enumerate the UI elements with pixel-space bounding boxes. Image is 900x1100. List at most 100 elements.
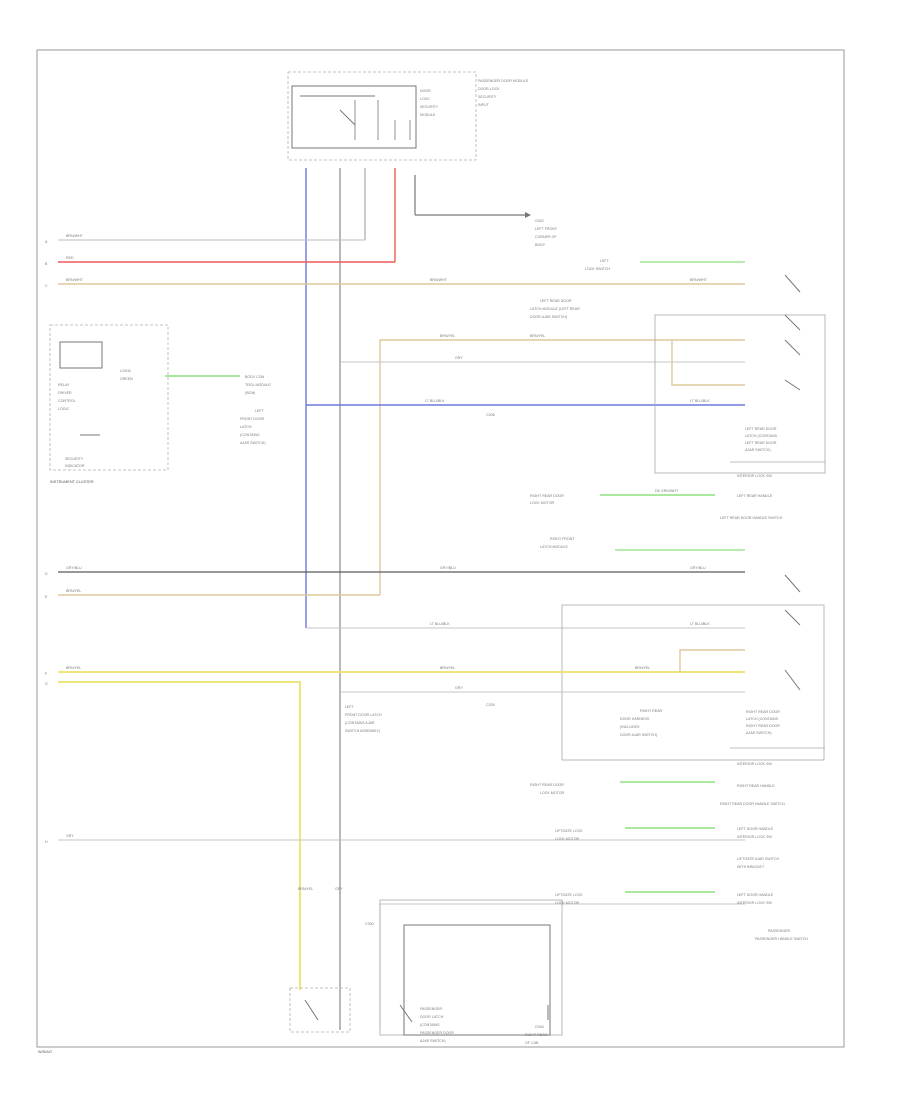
svg-text:GRY/BLU: GRY/BLU <box>440 566 456 570</box>
svg-text:B: B <box>45 262 48 266</box>
svg-text:RIGHT REAR DOOR: RIGHT REAR DOOR <box>746 724 780 728</box>
svg-text:C300: C300 <box>365 922 374 926</box>
svg-text:BRN/YEL: BRN/YEL <box>66 589 81 593</box>
svg-text:G: G <box>45 682 48 686</box>
svg-text:PASSENGER: PASSENGER <box>420 1007 443 1011</box>
svg-text:LOGIC: LOGIC <box>58 407 70 411</box>
svg-text:LEFT DOOR HANDLE: LEFT DOOR HANDLE <box>737 893 774 897</box>
svg-text:FRONT DOOR LATCH: FRONT DOOR LATCH <box>345 713 382 717</box>
svg-text:C: C <box>45 284 48 288</box>
svg-text:LEFT REAR DOOR: LEFT REAR DOOR <box>540 299 572 303</box>
svg-text:AJAR SWITCH): AJAR SWITCH) <box>746 731 772 735</box>
svg-text:RIGHT REAR: RIGHT REAR <box>640 709 663 713</box>
svg-text:INTERIOR LOCK SW: INTERIOR LOCK SW <box>737 762 772 766</box>
svg-text:(CONTAINS: (CONTAINS <box>240 433 260 437</box>
svg-text:AJAR SWITCH): AJAR SWITCH) <box>240 441 266 445</box>
svg-text:BODY: BODY <box>535 243 546 247</box>
diagram-frame <box>36 49 845 1048</box>
svg-text:PASSENGER DOOR: PASSENGER DOOR <box>420 1031 454 1035</box>
svg-text:SWITCH ASSEMBLY): SWITCH ASSEMBLY) <box>345 729 380 733</box>
door-module-label: PASSENGER DOOR MODULE <box>478 79 529 83</box>
svg-text:LT BLU/BLK: LT BLU/BLK <box>425 399 445 403</box>
svg-text:SECURITY: SECURITY <box>478 95 497 99</box>
svg-text:LEFT DOOR HANDLE: LEFT DOOR HANDLE <box>737 827 774 831</box>
svg-text:(CONTAINS: (CONTAINS <box>420 1023 440 1027</box>
svg-text:F: F <box>45 672 48 676</box>
svg-text:LEFT REAR HANDLE: LEFT REAR HANDLE <box>737 494 773 498</box>
svg-text:DOOR HARNESS: DOOR HARNESS <box>620 717 650 721</box>
svg-text:BRN/WHT: BRN/WHT <box>66 234 84 238</box>
svg-text:C205: C205 <box>486 703 495 707</box>
svg-text:LATCH (CONTAINS: LATCH (CONTAINS <box>746 717 779 721</box>
lf-switches: LEFT REAR DOOR LATCH MODULE (LEFT REAR D… <box>530 274 801 391</box>
svg-text:DOOR LATCH: DOOR LATCH <box>420 1015 444 1019</box>
left-rear-door-handle-switch: LEFT REAR DOOR LATCH (CONTAINS LEFT REAR… <box>654 314 826 520</box>
svg-text:LOCK SWITCH: LOCK SWITCH <box>585 267 610 271</box>
svg-text:LOGIC: LOGIC <box>120 369 132 373</box>
svg-text:RIGHT REAR DOOR: RIGHT REAR DOOR <box>746 710 780 714</box>
svg-text:H: H <box>45 840 48 844</box>
tan-branch <box>379 339 745 595</box>
svg-text:LATCH (CONTAINS: LATCH (CONTAINS <box>745 434 778 438</box>
svg-text:BRN/YEL: BRN/YEL <box>440 666 455 670</box>
rr-door-handle-label: RIGHT REAR DOOR HANDLE SWITCH <box>720 802 785 806</box>
svg-text:LOCK MOTOR: LOCK MOTOR <box>540 791 564 795</box>
yellow-row-682 <box>58 681 301 990</box>
tan-branch-lower <box>679 649 745 672</box>
svg-text:CORNER OF: CORNER OF <box>535 235 557 239</box>
svg-text:RIGHT REAR: RIGHT REAR <box>525 1033 548 1037</box>
svg-text:LT BLU/BLK: LT BLU/BLK <box>430 622 450 626</box>
passenger-door-module: DOOR LOCK SECURITY MODULE PASSENGER DOOR… <box>287 71 529 161</box>
svg-text:GRY/BLU: GRY/BLU <box>66 566 82 570</box>
svg-text:AJAR SWITCH): AJAR SWITCH) <box>745 448 771 452</box>
svg-text:BRN/YEL: BRN/YEL <box>635 666 650 670</box>
svg-text:GRY: GRY <box>66 834 74 838</box>
svg-text:D: D <box>45 572 48 576</box>
svg-text:BODY CON: BODY CON <box>245 375 265 379</box>
svg-text:OF CAB: OF CAB <box>525 1041 539 1045</box>
svg-text:LOCK MOTOR: LOCK MOTOR <box>530 501 554 505</box>
svg-text:BRN/YEL: BRN/YEL <box>298 887 313 891</box>
svg-text:BRN/YEL: BRN/YEL <box>440 334 455 338</box>
svg-text:SECURITY: SECURITY <box>420 105 439 109</box>
svg-text:SECURITY: SECURITY <box>65 457 84 461</box>
svg-text:BRN/YEL: BRN/YEL <box>530 334 545 338</box>
footer-label: W/DIAG <box>38 1050 52 1054</box>
svg-text:LEFT: LEFT <box>345 705 355 709</box>
svg-text:DK GRN/WHT: DK GRN/WHT <box>655 489 679 493</box>
svg-text:C206: C206 <box>486 413 495 417</box>
svg-text:DOOR AJAR SWITCH): DOOR AJAR SWITCH) <box>530 315 567 319</box>
svg-text:INDICATOR: INDICATOR <box>65 464 85 468</box>
svg-text:INTERIOR LOCK SW: INTERIOR LOCK SW <box>737 901 772 905</box>
svg-text:INTERIOR LOCK SW: INTERIOR LOCK SW <box>737 835 772 839</box>
svg-text:BRN/WHT: BRN/WHT <box>430 278 448 282</box>
svg-text:LATCH MODULE: LATCH MODULE <box>540 545 568 549</box>
svg-text:RIGHT REAR DOOR: RIGHT REAR DOOR <box>530 783 564 787</box>
svg-text:DOOR LOCK: DOOR LOCK <box>478 87 500 91</box>
svg-text:LEFT FRONT: LEFT FRONT <box>535 227 558 231</box>
svg-text:PASSENGER: PASSENGER <box>768 929 791 933</box>
svg-text:GRY: GRY <box>335 887 343 891</box>
svg-text:RED: RED <box>66 256 74 260</box>
bottom-switch-left: BRN/YEL GRY C300 <box>289 887 374 1033</box>
svg-text:RELAY: RELAY <box>58 383 70 387</box>
svg-text:GRY: GRY <box>455 356 463 360</box>
svg-text:DOOR: DOOR <box>420 89 431 93</box>
svg-text:DOOR AJAR SWITCH): DOOR AJAR SWITCH) <box>620 733 657 737</box>
svg-text:(INCLUDES: (INCLUDES <box>620 725 640 729</box>
svg-text:LEFT REAR DOOR: LEFT REAR DOOR <box>745 427 777 431</box>
svg-text:LEFT: LEFT <box>255 409 265 413</box>
svg-text:INTERIOR LOCK SW: INTERIOR LOCK SW <box>737 474 772 478</box>
bottom-module-right: PASSENGER DOOR LATCH (CONTAINS PASSENGER… <box>379 899 563 1045</box>
lr-door-handle-label: LEFT REAR DOOR HANDLE SWITCH <box>720 516 783 520</box>
svg-text:WITH BRACKET: WITH BRACKET <box>737 865 765 869</box>
svg-text:(CONTAINS AJAR: (CONTAINS AJAR <box>345 721 375 725</box>
svg-text:LATCH: LATCH <box>240 425 252 429</box>
right-rear-door-handle-switch: RIGHT REAR DOOR LATCH (CONTAINS RIGHT RE… <box>561 574 825 806</box>
svg-text:LOCK MOTOR: LOCK MOTOR <box>555 837 579 841</box>
svg-text:FRONT DOOR: FRONT DOOR <box>240 417 264 421</box>
svg-text:BRN/WHT: BRN/WHT <box>66 278 84 282</box>
svg-text:G304: G304 <box>535 1025 544 1029</box>
svg-text:TROL MODULE: TROL MODULE <box>245 383 271 387</box>
svg-text:LT BLU/BLK: LT BLU/BLK <box>690 622 710 626</box>
